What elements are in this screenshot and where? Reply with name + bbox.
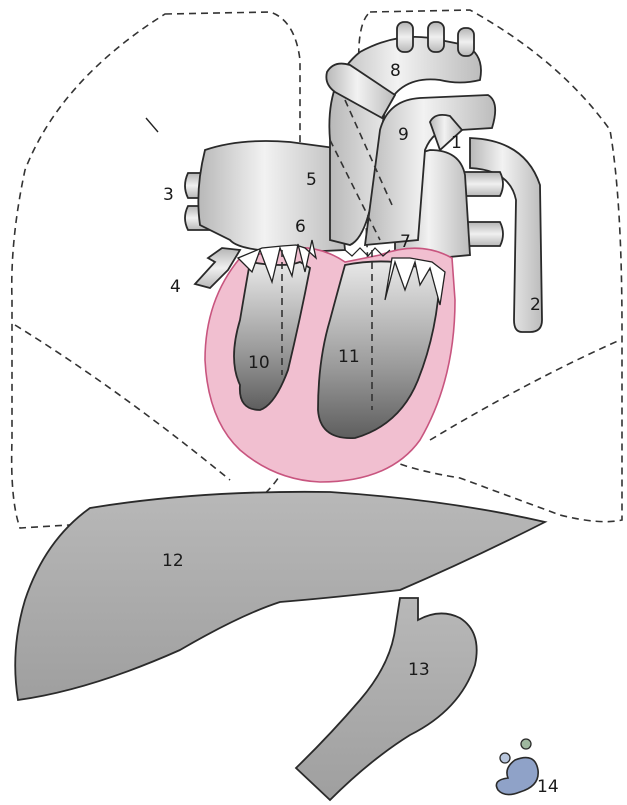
vessel-dot-left <box>500 753 510 763</box>
left-subclavian-artery <box>458 28 474 56</box>
label-5: 5 <box>306 170 317 190</box>
left-common-carotid <box>428 22 444 52</box>
label-12: 12 <box>162 551 184 571</box>
brachiocephalic-trunk <box>397 22 413 52</box>
stomach <box>296 598 477 800</box>
right-atrium <box>198 141 345 252</box>
diaphragm-line-left <box>430 340 620 440</box>
leader-line <box>146 118 158 132</box>
label-7: 7 <box>400 232 411 252</box>
diaphragm-line-right <box>15 325 230 480</box>
label-4: 4 <box>170 277 181 297</box>
label-1: 1 <box>451 133 462 153</box>
label-9: 9 <box>398 125 409 145</box>
label-2: 2 <box>530 295 541 315</box>
label-14: 14 <box>537 777 559 797</box>
label-8: 8 <box>390 61 401 81</box>
label-13: 13 <box>408 660 430 680</box>
label-10: 10 <box>248 353 270 373</box>
vessel-dot-right <box>521 739 531 749</box>
label-6: 6 <box>295 217 306 237</box>
label-11: 11 <box>338 347 360 367</box>
label-3: 3 <box>163 185 174 205</box>
